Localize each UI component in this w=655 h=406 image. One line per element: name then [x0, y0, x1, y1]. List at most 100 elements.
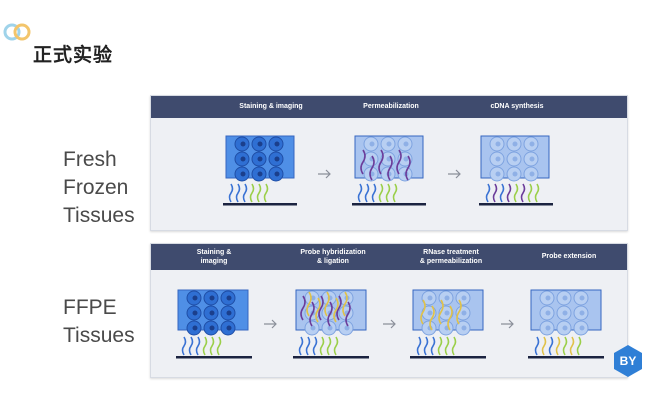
- arrow-right-icon: [264, 319, 277, 329]
- fresh-frozen-workflow-panel: Staining & imaging Permeabilization cDNA…: [150, 95, 628, 231]
- rna-strand: [309, 301, 315, 327]
- workflow-header: Staining & imaging Probe hybridization &…: [151, 244, 627, 270]
- badge-text: BY: [620, 354, 637, 368]
- step-header-line: RNase treatment: [423, 249, 479, 256]
- capture-probe: [188, 336, 194, 356]
- rna-strand: [429, 305, 435, 331]
- cell-nucleus: [274, 156, 280, 162]
- capture-probe: [305, 336, 311, 356]
- rna-strand: [345, 301, 351, 327]
- cell-nucleus: [369, 141, 375, 147]
- step-header: Staining & imaging: [239, 103, 303, 110]
- rna-strand: [405, 155, 411, 181]
- step-header-line: Probe hybridization: [300, 249, 366, 256]
- step-header: Permeabilization: [363, 103, 419, 110]
- cell-nucleus: [386, 141, 392, 147]
- rna-strand: [336, 295, 342, 321]
- cell-nucleus: [427, 310, 433, 316]
- workflow-header: Staining & imaging Permeabilization cDNA…: [151, 96, 627, 118]
- cell-nucleus: [403, 156, 409, 162]
- brand-logo-icon: [3, 23, 31, 41]
- cell-nucleus: [495, 171, 501, 177]
- capture-probe: [527, 183, 533, 203]
- cell-nucleus: [310, 325, 316, 331]
- cell-nucleus: [327, 325, 333, 331]
- cell-nucleus: [240, 156, 246, 162]
- cell-nucleus: [403, 141, 409, 147]
- step-header-line: imaging: [200, 258, 228, 265]
- capture-probe: [235, 183, 241, 203]
- cell-nucleus: [512, 141, 518, 147]
- cell-nucleus: [240, 141, 246, 147]
- rna-strand: [396, 149, 402, 175]
- capture-probe: [492, 183, 498, 203]
- capture-probe: [242, 183, 248, 203]
- slide-bar: [479, 203, 553, 206]
- capture-probe: [298, 336, 304, 356]
- step-header: RNase treatment & permeabilization: [401, 248, 501, 266]
- cell-nucleus: [257, 171, 263, 177]
- cell-nucleus: [444, 310, 450, 316]
- step-header-line: & permeabilization: [419, 258, 483, 265]
- cell-nucleus: [529, 171, 535, 177]
- rna-strand: [447, 305, 453, 331]
- capture-probe: [256, 183, 262, 203]
- capture-probe: [319, 336, 325, 356]
- capture-probe: [485, 183, 491, 203]
- capture-probe: [357, 183, 363, 203]
- capture-probe: [416, 336, 422, 356]
- cell-nucleus: [240, 171, 246, 177]
- capture-probe: [312, 336, 318, 356]
- capture-probe: [541, 336, 547, 356]
- capture-probe: [562, 336, 568, 356]
- capture-probe: [548, 336, 554, 356]
- row-label-line: Fresh: [63, 148, 117, 171]
- rna-strand: [456, 299, 462, 325]
- capture-probe: [202, 336, 208, 356]
- step-header: Probe extension: [541, 253, 597, 260]
- cell-nucleus: [579, 325, 585, 331]
- cell-nucleus: [274, 171, 280, 177]
- rna-strand: [360, 149, 366, 175]
- capture-probe: [326, 336, 332, 356]
- capture-probe: [499, 183, 505, 203]
- capture-probe: [437, 336, 443, 356]
- rna-strand: [387, 155, 393, 181]
- row-label-ffpe: FFPE Tissues: [63, 294, 135, 350]
- capture-probe: [576, 336, 582, 356]
- cell-nucleus: [579, 310, 585, 316]
- rna-strand: [420, 299, 426, 325]
- capture-probe: [228, 183, 234, 203]
- row-label-line: FFPE: [63, 296, 117, 319]
- cell-nucleus: [257, 156, 263, 162]
- cell-nucleus: [495, 156, 501, 162]
- ffpe-diagram: [176, 289, 604, 359]
- cell-nucleus: [226, 325, 232, 331]
- capture-probe: [385, 183, 391, 203]
- capture-probe: [209, 336, 215, 356]
- cell-nucleus: [529, 156, 535, 162]
- arrow-right-icon: [448, 169, 461, 179]
- rna-strand: [318, 295, 324, 321]
- rna-strand: [324, 291, 330, 317]
- cell-nucleus: [562, 325, 568, 331]
- cell-nucleus: [562, 310, 568, 316]
- cell-nucleus: [192, 325, 198, 331]
- cell-nucleus: [545, 325, 551, 331]
- arrow-right-icon: [501, 319, 514, 329]
- rna-strand: [333, 297, 339, 323]
- cell-nucleus: [427, 295, 433, 301]
- capture-probe: [249, 183, 255, 203]
- capture-probe: [333, 336, 339, 356]
- cell-nucleus: [495, 141, 501, 147]
- cell-nucleus: [545, 310, 551, 316]
- arrow-right-icon: [383, 319, 396, 329]
- cell-nucleus: [209, 310, 215, 316]
- cell-nucleus: [461, 310, 467, 316]
- capture-probe: [534, 336, 540, 356]
- slide-title: 正式实验: [33, 44, 114, 66]
- step-header: Probe hybridization & ligation: [283, 248, 383, 266]
- capture-probe: [520, 183, 526, 203]
- capture-probe: [195, 336, 201, 356]
- slide-bar: [223, 203, 297, 206]
